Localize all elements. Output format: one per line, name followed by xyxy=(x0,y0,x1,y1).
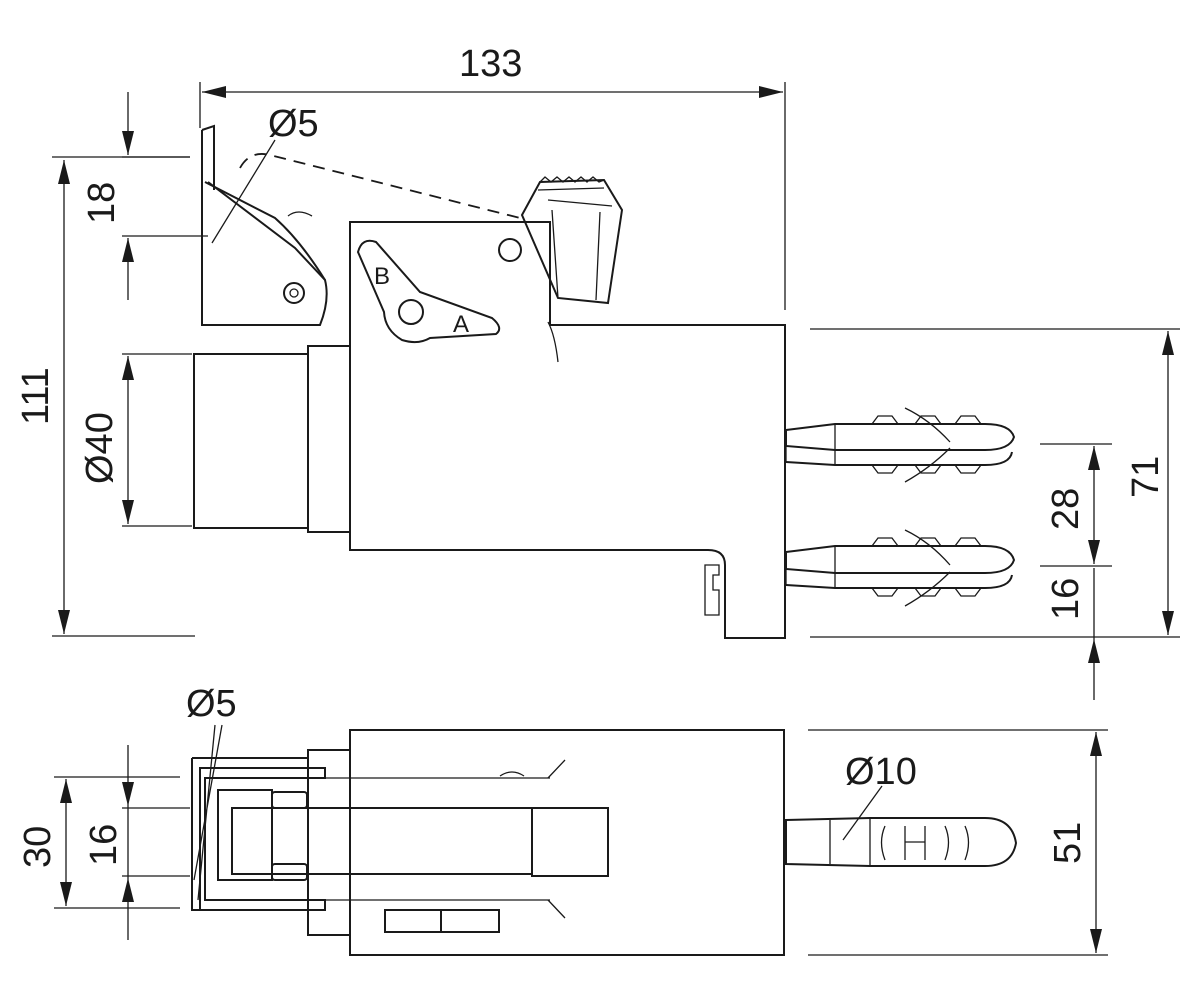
svg-text:71: 71 xyxy=(1125,456,1167,498)
dim-anchor-span: 71 xyxy=(810,328,1180,638)
latch-lever xyxy=(204,181,326,304)
dim-anchor-dia: Ø10 xyxy=(842,751,917,841)
wall-anchor-lower xyxy=(785,529,1016,607)
top-body-step xyxy=(307,749,351,936)
svg-text:28: 28 xyxy=(1045,488,1087,530)
svg-text:51: 51 xyxy=(1047,822,1089,864)
svg-text:Ø10: Ø10 xyxy=(845,751,917,793)
dim-lever-height: 18 xyxy=(81,92,208,300)
top-stop-blocks xyxy=(384,909,500,933)
dim-arm-width: 16 xyxy=(83,745,190,940)
svg-text:16: 16 xyxy=(83,824,125,866)
top-knurled-knob xyxy=(531,759,609,919)
dim-base-width: 30 xyxy=(17,776,180,909)
label-a: A xyxy=(453,311,469,338)
grip-knob xyxy=(520,176,624,305)
main-housing xyxy=(349,221,786,639)
svg-text:Ø5: Ø5 xyxy=(186,683,237,725)
svg-text:16: 16 xyxy=(1045,578,1087,620)
wall-anchor-upper xyxy=(785,407,1016,483)
top-wall-anchor xyxy=(785,817,1018,867)
top-lever-yoke xyxy=(199,767,550,911)
lever-raised-outline xyxy=(239,153,521,219)
dim-buffer-dia: Ø40 xyxy=(79,353,192,527)
svg-text:Ø5: Ø5 xyxy=(268,103,319,145)
top-dimensions: Ø5 30 16 Ø10 51 xyxy=(17,683,1108,956)
housing-hole xyxy=(498,238,522,262)
catch-lever xyxy=(356,239,501,344)
mounting-plate xyxy=(201,124,328,326)
dim-anchor-offset: 16 xyxy=(1045,568,1100,700)
housing-slot xyxy=(704,564,720,616)
label-b: B xyxy=(374,263,390,290)
dim-pivot-dia-side: Ø5 xyxy=(211,103,319,244)
svg-text:30: 30 xyxy=(17,826,59,868)
side-dimensions: 133 111 18 Ø5 Ø40 xyxy=(15,43,1180,700)
svg-text:111: 111 xyxy=(15,367,57,425)
dim-overall-height: 111 xyxy=(15,156,195,637)
svg-text:133: 133 xyxy=(459,43,522,85)
svg-text:18: 18 xyxy=(81,182,123,224)
side-view: B A xyxy=(193,124,1016,639)
dim-pivot-dia-top: Ø5 xyxy=(186,683,237,901)
lever-pivot xyxy=(283,282,305,304)
dim-anchor-spacing: 28 xyxy=(1040,443,1112,567)
svg-text:Ø40: Ø40 xyxy=(79,412,121,484)
dim-body-depth: 51 xyxy=(808,729,1108,956)
catch-pivot xyxy=(398,299,424,325)
rubber-buffer xyxy=(193,345,351,533)
dim-overall-width: 133 xyxy=(199,43,786,310)
top-view xyxy=(191,729,1018,956)
